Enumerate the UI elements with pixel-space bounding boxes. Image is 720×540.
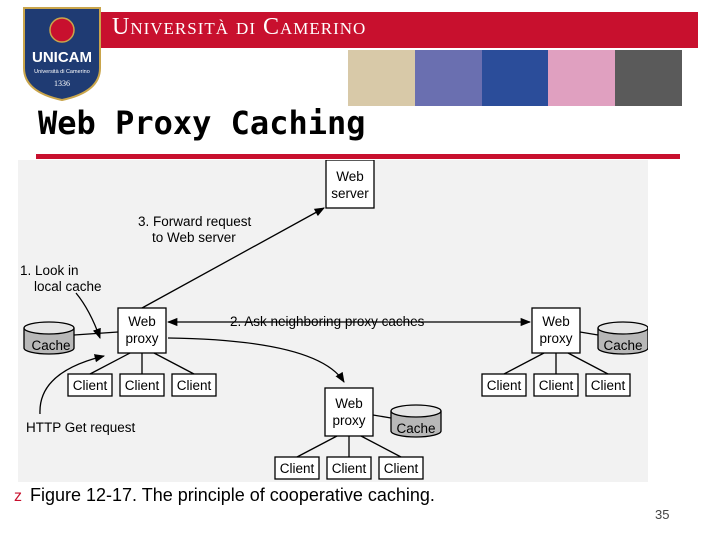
client-label: Client <box>487 378 522 393</box>
client-label: Client <box>539 378 574 393</box>
bottom-cache-label: Cache <box>396 421 435 436</box>
header-photo <box>481 50 549 106</box>
step1-label-1: 1. Look in <box>20 263 79 278</box>
connector <box>503 352 545 375</box>
http-get-arrow <box>39 354 106 415</box>
connector <box>579 331 599 336</box>
header-banner <box>100 12 698 48</box>
left-proxy-label-1: Web <box>128 314 156 329</box>
right-proxy-label-2: proxy <box>539 331 572 346</box>
right-cache: Cache <box>597 321 648 355</box>
forward-request-arrow <box>141 207 325 309</box>
header-photo-strip <box>348 50 682 106</box>
web-server-label-2: server <box>331 186 369 201</box>
connector <box>73 331 119 336</box>
connector <box>360 435 402 458</box>
bottom-proxy-label-2: proxy <box>332 413 365 428</box>
connector <box>296 435 338 458</box>
step3-label-1: 3. Forward request <box>138 214 252 229</box>
university-name: Università di Camerino <box>112 14 367 40</box>
client-label: Client <box>73 378 108 393</box>
client-label: Client <box>384 461 419 476</box>
slide-title: Web Proxy Caching <box>38 104 366 142</box>
web-server-box <box>325 160 375 209</box>
http-get-label: HTTP Get request <box>26 420 136 435</box>
cooperative-caching-diagram: Web server Web proxy Web proxy Web proxy… <box>20 160 648 480</box>
logo-subtitle: Università di Camerino <box>34 69 90 75</box>
step2-label: 2. Ask neighboring proxy caches <box>230 314 425 329</box>
bullet-icon: z <box>14 488 22 505</box>
client-label: Client <box>591 378 626 393</box>
right-proxy-box <box>531 307 581 354</box>
bottom-cache: Cache <box>390 404 442 438</box>
page-number: 35 <box>655 507 670 522</box>
local-cache-arrow <box>75 292 101 339</box>
left-proxy-label-2: proxy <box>125 331 158 346</box>
unicam-logo: UNICAM Università di Camerino 1336 <box>23 7 101 102</box>
left-cache: Cache <box>23 321 75 355</box>
right-proxy-label-1: Web <box>542 314 570 329</box>
left-cache-label: Cache <box>31 338 70 353</box>
header-photo <box>615 50 682 106</box>
caption-text: Figure 12-17. The principle of cooperati… <box>30 485 435 505</box>
client-label: Client <box>280 461 315 476</box>
step1-label-2: local cache <box>34 279 102 294</box>
connector <box>153 352 195 375</box>
bottom-proxy-label-1: Web <box>335 396 363 411</box>
step3-label-2: to Web server <box>152 230 236 245</box>
logo-name: UNICAM <box>32 49 92 66</box>
client-label: Client <box>332 461 367 476</box>
right-cache-label: Cache <box>603 338 642 353</box>
title-rule <box>36 154 680 159</box>
client-label: Client <box>125 378 160 393</box>
web-server-label-1: Web <box>336 169 364 184</box>
connector <box>567 352 609 375</box>
header-photo <box>414 50 482 106</box>
logo-year: 1336 <box>54 79 70 88</box>
figure-caption: z Figure 12-17. The principle of cooperat… <box>14 485 435 506</box>
connector <box>89 352 131 375</box>
header-photo <box>548 50 616 106</box>
connector <box>372 414 392 419</box>
bottom-proxy-query-arrow <box>167 337 345 383</box>
crest-icon <box>49 17 75 43</box>
header-photo <box>348 50 415 106</box>
client-label: Client <box>177 378 212 393</box>
